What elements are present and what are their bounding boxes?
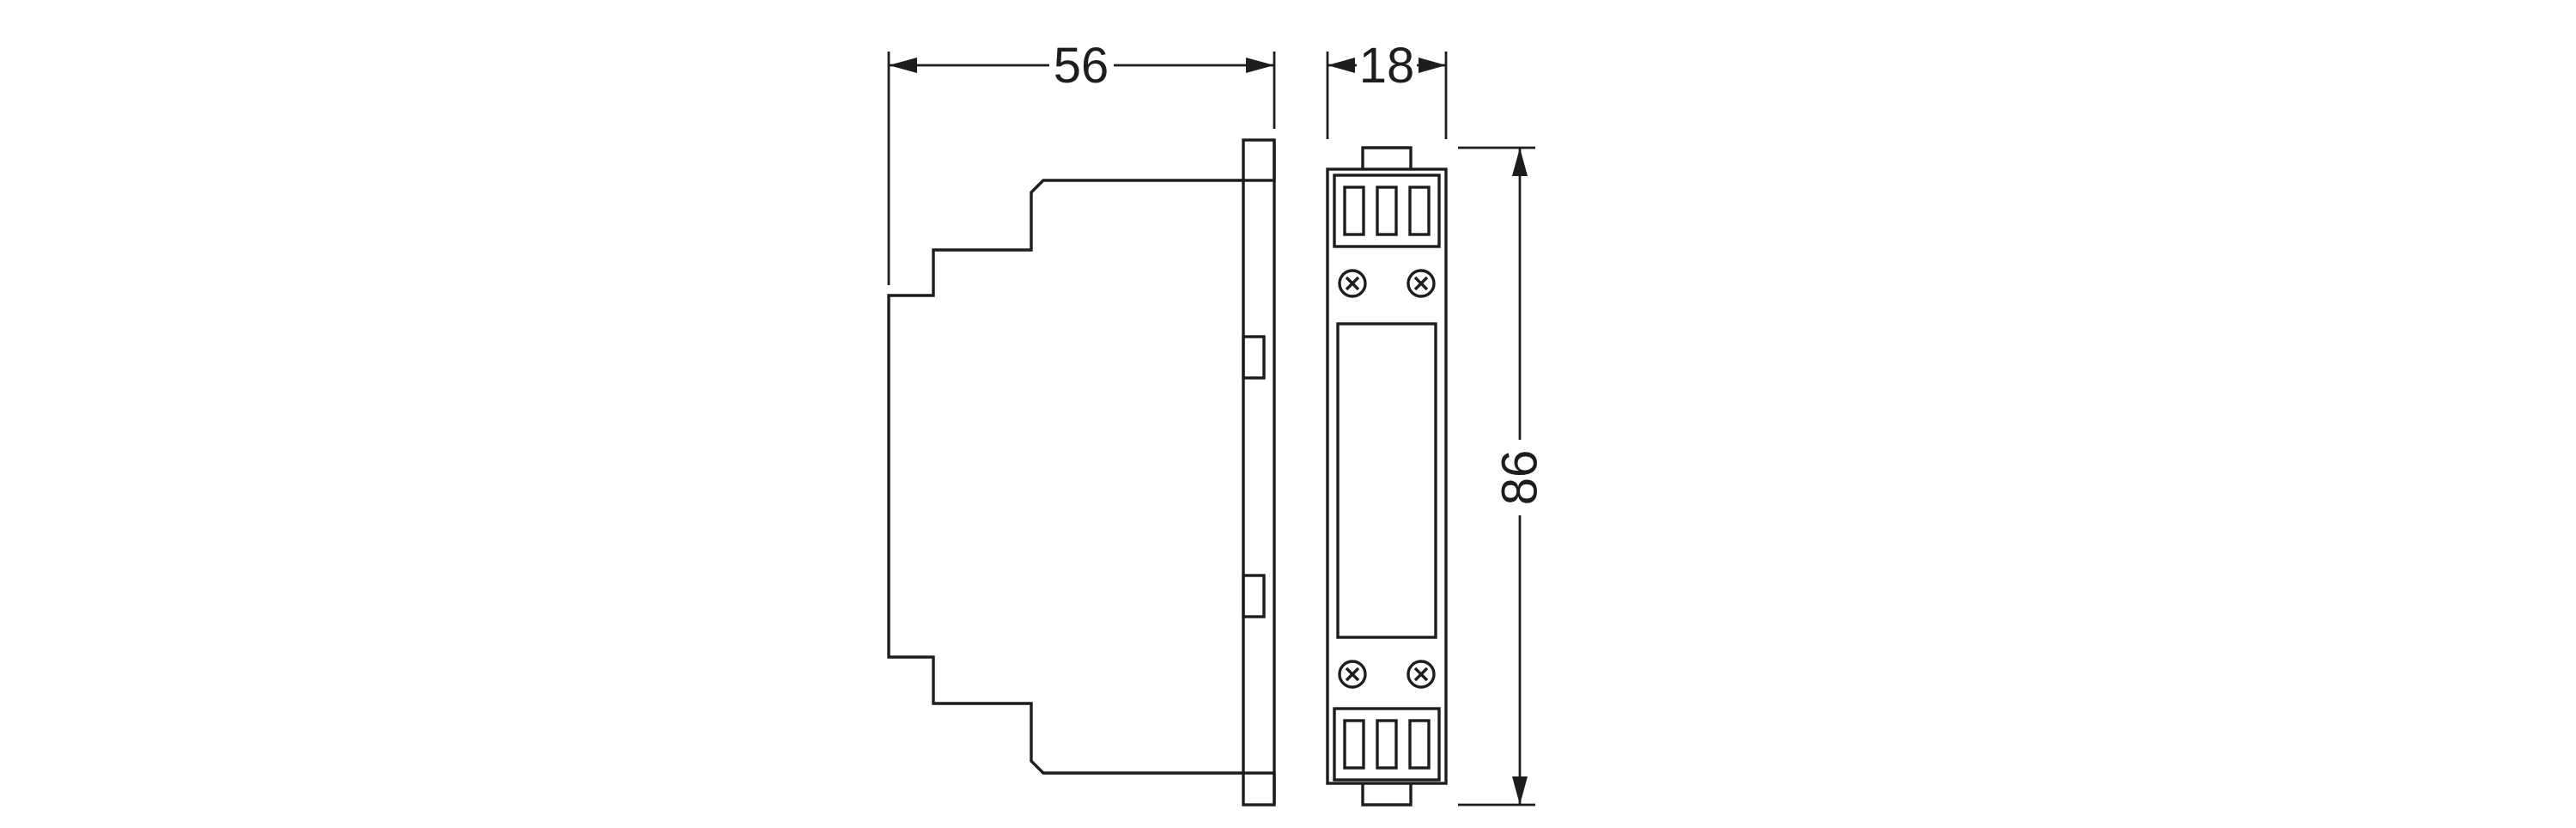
arrowhead-top-icon — [1512, 148, 1528, 176]
screw-head — [1406, 660, 1436, 689]
terminal-block-bottom — [1333, 707, 1441, 782]
arrowhead-left-icon — [889, 58, 917, 73]
arrowhead-right-icon — [1246, 58, 1274, 73]
dim-18-label: 18 — [1359, 38, 1415, 94]
terminal-screws-top — [1338, 269, 1436, 298]
terminal-block-top-frame — [1333, 174, 1441, 248]
rail-clip-lug-lower — [1242, 574, 1266, 618]
arrowhead-right-icon — [1419, 58, 1446, 73]
front-tab-top — [1361, 146, 1413, 169]
label-window — [1336, 322, 1437, 639]
screw-slot — [1345, 667, 1360, 682]
terminal-slot — [1343, 186, 1365, 236]
screw-head — [1338, 660, 1367, 689]
terminal-slot — [1408, 719, 1431, 770]
arrowhead-bottom-icon — [1512, 776, 1528, 805]
screw-slot — [1345, 276, 1360, 291]
terminal-slot — [1376, 186, 1398, 236]
screw-slot — [1413, 276, 1429, 291]
screw-head — [1338, 269, 1367, 298]
terminal-slot — [1408, 186, 1431, 236]
dim-56-label: 56 — [1054, 38, 1109, 94]
terminal-slot — [1343, 719, 1365, 770]
dimension-front-width: 18 — [1326, 38, 1448, 139]
terminal-screws-bottom — [1338, 660, 1436, 689]
front-body-outline — [1326, 167, 1448, 785]
front-view — [1326, 146, 1448, 807]
mounting-tab-top — [1242, 138, 1276, 182]
screw-slot — [1413, 667, 1429, 682]
dimension-height: 86 — [1458, 146, 1548, 807]
mounting-tab-bottom — [1242, 771, 1276, 807]
terminal-block-top — [1333, 174, 1441, 248]
side-view — [887, 138, 1276, 807]
front-tab-bottom — [1361, 783, 1413, 807]
terminal-block-bottom-frame — [1333, 707, 1441, 782]
screw-head — [1406, 269, 1436, 298]
arrowhead-left-icon — [1327, 58, 1355, 73]
dimension-side-depth: 56 — [887, 38, 1276, 285]
dim-86-label: 86 — [1492, 450, 1548, 506]
side-view-outline — [887, 179, 1245, 775]
rail-clip-lug-upper — [1242, 335, 1266, 380]
terminal-slot — [1376, 719, 1398, 770]
